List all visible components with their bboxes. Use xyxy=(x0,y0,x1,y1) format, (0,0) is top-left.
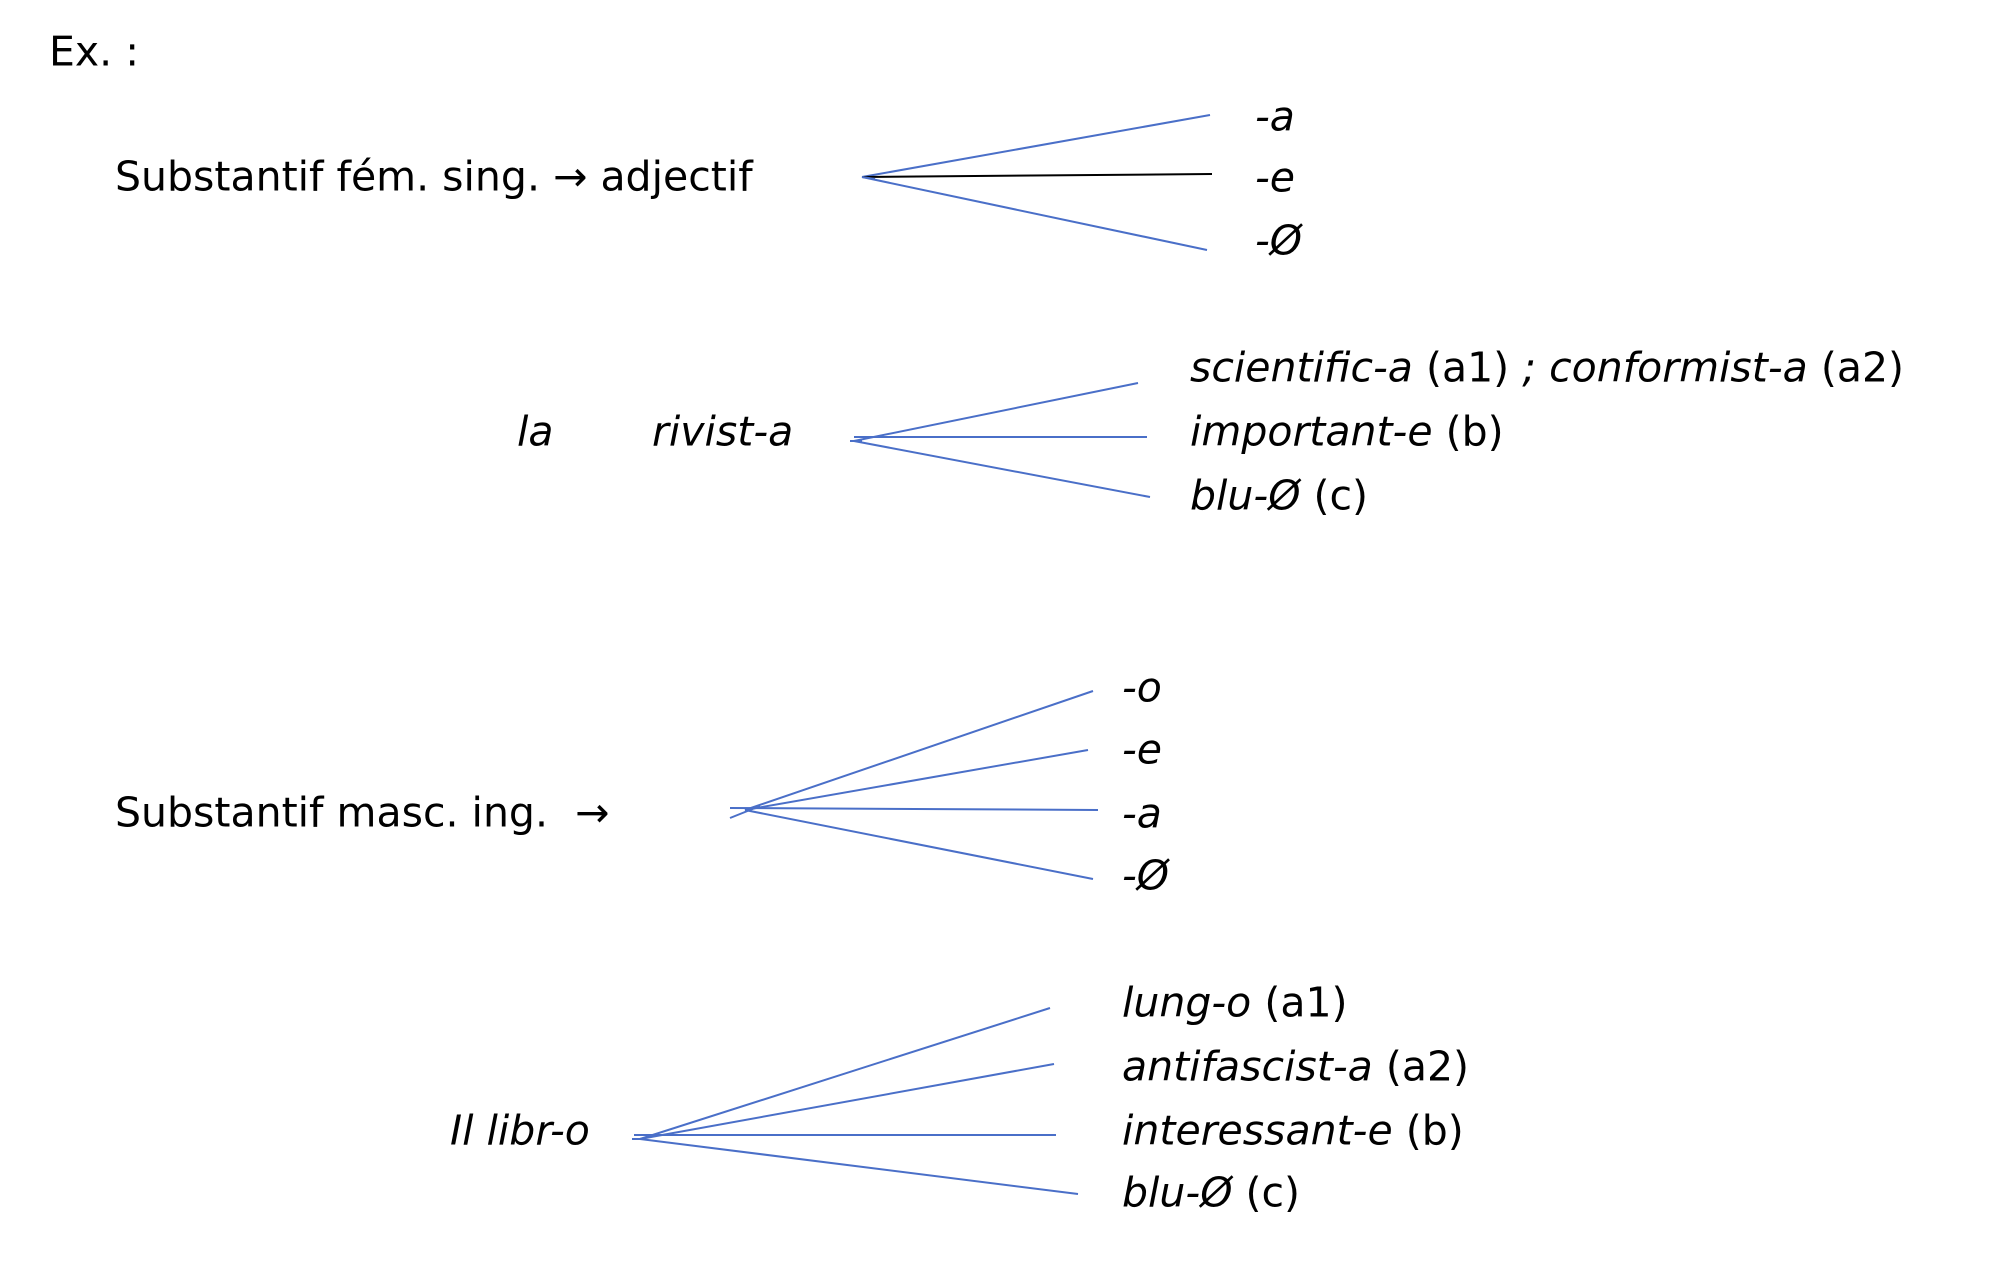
masc-noun: Il libr-o xyxy=(450,1106,590,1155)
fem-example-b-word: important-e xyxy=(1190,407,1433,456)
arrow-right-icon: → xyxy=(553,152,588,201)
fem-heading-prefix: Substantif fém. sing. xyxy=(115,152,540,201)
example-label: Ex. : xyxy=(49,27,140,76)
fem-example-a1-word: scientific-a xyxy=(1190,343,1413,392)
masc-example-b-tag: (b) xyxy=(1405,1106,1464,1155)
masc-ending-a: -a xyxy=(1122,789,1162,838)
arrow-right-icon: → xyxy=(575,788,610,837)
fem-example-a1-tag: (a1) xyxy=(1425,343,1510,392)
masc-example-a1-tag: (a1) xyxy=(1264,978,1348,1027)
fem-ending-zero: -Ø xyxy=(1255,216,1303,265)
masc-example-c-word: blu-Ø xyxy=(1122,1168,1233,1217)
masc-ending-o: -o xyxy=(1122,663,1162,712)
fem-example-c: blu-Ø (c) xyxy=(1190,475,1368,517)
fem-noun: rivist-a xyxy=(652,407,794,456)
fem-example-c-word: blu-Ø xyxy=(1190,471,1301,520)
branch-line-rivista-a xyxy=(853,382,1139,442)
fem-example-b-tag: (b) xyxy=(1445,407,1504,456)
masc-example-a2: antifascist-a (a2) xyxy=(1122,1046,1469,1088)
masc-ending-zero: -Ø xyxy=(1122,851,1170,900)
branch-line-libro-o xyxy=(639,1007,1051,1140)
fem-article: la xyxy=(517,407,554,456)
fem-example-a: scientific-a (a1) ; conformist-a (a2) xyxy=(1190,347,1904,389)
masc-example-a1-word: lung-o xyxy=(1122,978,1252,1027)
masc-heading-text: Substantif masc. ing. xyxy=(115,788,548,837)
masc-example-b-word: interessant-e xyxy=(1122,1106,1393,1155)
fem-example-separator: ; xyxy=(1522,343,1537,392)
branch-tick-fem xyxy=(861,176,876,180)
masc-example-a2-tag: (a2) xyxy=(1385,1042,1470,1091)
fem-heading: Substantif fém. sing. → adjectif xyxy=(115,156,753,198)
branch-line-fem-e xyxy=(861,173,1213,178)
masc-example-c-tag: (c) xyxy=(1245,1168,1301,1217)
fem-ending-e: -e xyxy=(1255,153,1296,202)
branch-line-masc-o xyxy=(744,690,1094,811)
branch-line-libro-a xyxy=(639,1063,1055,1140)
masc-example-a2-word: antifascist-a xyxy=(1122,1042,1373,1091)
masc-ending-e: -e xyxy=(1122,725,1163,774)
fem-heading-suffix: adjectif xyxy=(600,152,753,201)
fem-example-c-tag: (c) xyxy=(1313,471,1369,520)
fem-example-a2-word: conformist-a xyxy=(1549,343,1808,392)
branch-line-masc-a xyxy=(729,807,1099,811)
masc-example-c: blu-Ø (c) xyxy=(1122,1172,1300,1214)
branch-tick-masc xyxy=(729,805,761,819)
branch-line-masc-e xyxy=(744,749,1089,811)
branch-line-fem-a xyxy=(861,114,1211,178)
branch-line-masc-zero xyxy=(744,809,1094,880)
fem-example-a2-tag: (a2) xyxy=(1820,343,1905,392)
branch-line-libro-zero xyxy=(639,1138,1079,1195)
masc-example-b: interessant-e (b) xyxy=(1122,1110,1464,1152)
masc-heading: Substantif masc. ing. → xyxy=(115,792,609,834)
fem-ending-a: -a xyxy=(1255,92,1295,141)
branch-line-rivista-zero xyxy=(853,440,1151,498)
masc-example-a1: lung-o (a1) xyxy=(1122,982,1348,1024)
fem-example-b: important-e (b) xyxy=(1190,411,1504,453)
branch-line-fem-zero xyxy=(861,176,1208,251)
